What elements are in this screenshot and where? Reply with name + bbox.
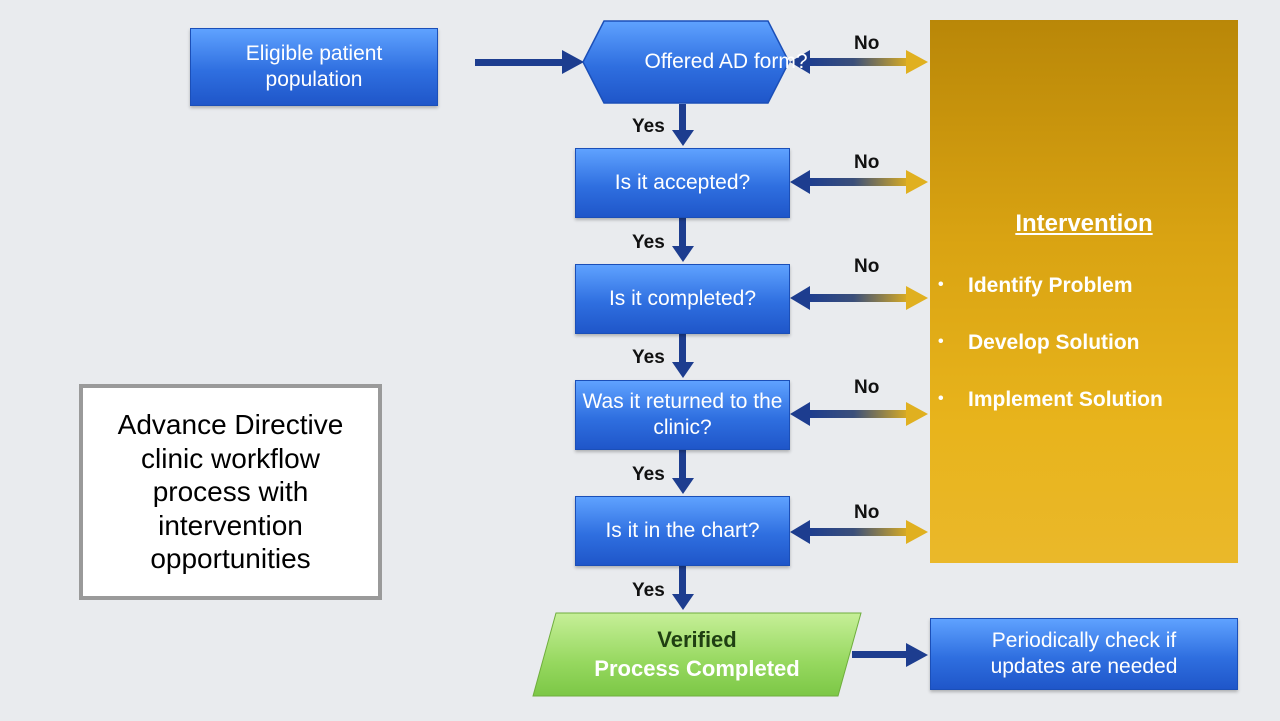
completed-decision: Is it completed? bbox=[575, 264, 790, 334]
yes-label-2: Yes bbox=[632, 232, 665, 253]
yes-label-4: Yes bbox=[632, 464, 665, 485]
yes-label-3: Yes bbox=[632, 347, 665, 368]
no-label-1: No bbox=[854, 33, 880, 54]
parallelogram-shape bbox=[532, 612, 862, 697]
intervention-item-label: Implement Solution bbox=[968, 388, 1163, 411]
arrow-yes-5 bbox=[672, 566, 694, 610]
verified-completed-box: Verified Process Completed bbox=[532, 612, 862, 697]
in-chart-label: Is it in the chart? bbox=[605, 518, 760, 542]
hexagon-shape bbox=[582, 20, 790, 104]
yes-label-1: Yes bbox=[632, 116, 665, 137]
completed-label: Is it completed? bbox=[608, 286, 757, 310]
bullet-icon: • bbox=[938, 276, 944, 293]
returned-label: Was it returned to the clinic? bbox=[582, 389, 783, 439]
arrow-no-3 bbox=[790, 286, 928, 310]
arrow-yes-2 bbox=[672, 218, 694, 262]
offered-ad-form-label: Offered AD form? bbox=[644, 49, 808, 73]
arrow-yes-1 bbox=[672, 104, 694, 146]
arrow-start-to-offered bbox=[475, 50, 584, 74]
arrow-yes-4 bbox=[672, 450, 694, 494]
bullet-icon: • bbox=[938, 333, 944, 350]
no-label-2: No bbox=[854, 152, 880, 173]
arrow-no-5 bbox=[790, 520, 928, 544]
intervention-item: • Implement Solution bbox=[938, 388, 1163, 412]
intervention-item-label: Identify Problem bbox=[968, 274, 1133, 297]
intervention-item: • Develop Solution bbox=[938, 331, 1140, 355]
arrow-no-1 bbox=[790, 50, 928, 74]
verified-text-group: Verified Process Completed bbox=[532, 612, 862, 697]
offered-ad-form-decision: Offered AD form? bbox=[582, 20, 808, 104]
bullet-icon: • bbox=[938, 390, 944, 407]
arrow-no-2 bbox=[790, 170, 928, 194]
no-label-5: No bbox=[854, 502, 880, 523]
returned-decision: Was it returned to the clinic? bbox=[575, 380, 790, 450]
accepted-decision: Is it accepted? bbox=[575, 148, 790, 218]
periodic-check-box: Periodically check if updates are needed bbox=[930, 618, 1238, 690]
workflow-caption-text: Advance Directive clinic workflow proces… bbox=[117, 409, 344, 575]
intervention-item-label: Develop Solution bbox=[968, 331, 1140, 354]
process-completed-label: Process Completed bbox=[594, 655, 800, 681]
arrow-no-4 bbox=[790, 402, 928, 426]
accepted-label: Is it accepted? bbox=[614, 170, 751, 194]
verified-title: Verified bbox=[657, 626, 737, 652]
arrow-yes-3 bbox=[672, 334, 694, 378]
eligible-population-box: Eligible patient population bbox=[190, 28, 438, 106]
intervention-panel: Intervention • Identify Problem • Develo… bbox=[930, 20, 1238, 563]
eligible-population-label: Eligible patient population bbox=[245, 41, 383, 91]
intervention-title: Intervention bbox=[1015, 210, 1153, 237]
workflow-caption-box: Advance Directive clinic workflow proces… bbox=[79, 384, 382, 600]
arrow-verified-to-followup bbox=[852, 643, 928, 667]
intervention-item: • Identify Problem bbox=[938, 274, 1133, 298]
periodic-check-label: Periodically check if updates are needed bbox=[990, 628, 1178, 678]
no-label-3: No bbox=[854, 256, 880, 277]
no-label-4: No bbox=[854, 377, 880, 398]
in-chart-decision: Is it in the chart? bbox=[575, 496, 790, 566]
yes-label-5: Yes bbox=[632, 580, 665, 601]
